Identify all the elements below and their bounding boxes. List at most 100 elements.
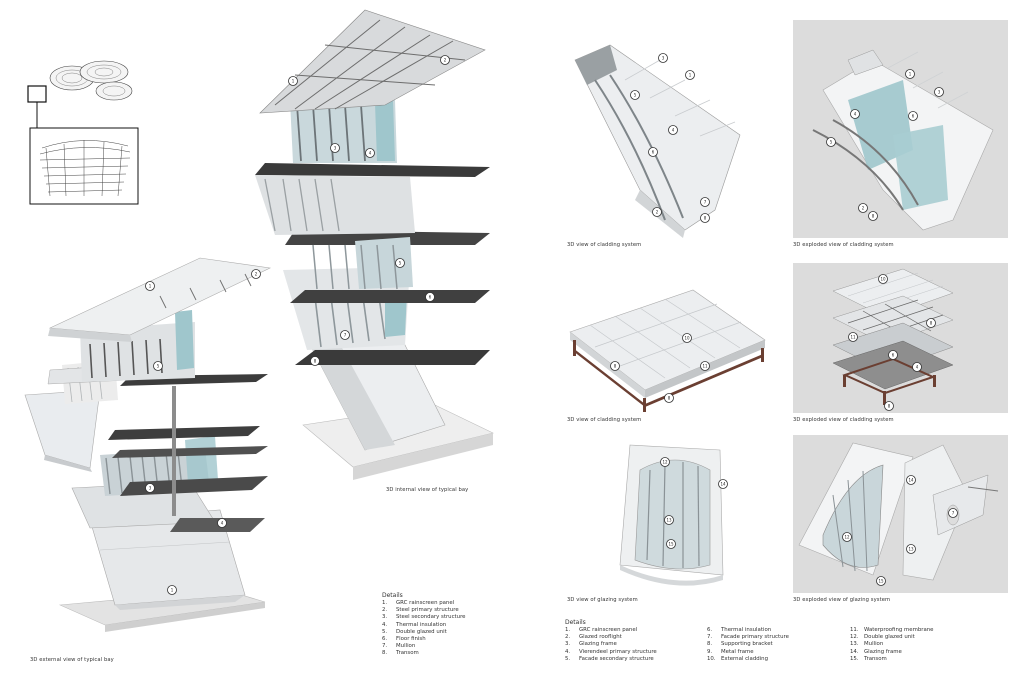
detail-number: 6. [382, 636, 388, 643]
tag-3-cladding-1: 3 [658, 53, 668, 63]
svg-text:6: 6 [912, 114, 915, 119]
svg-text:2: 2 [255, 272, 258, 277]
detail-label: Vierendeel primary structure [579, 648, 657, 655]
key-plan-thumbnail [27, 60, 139, 205]
tag-2-cladding-1: 2 [652, 207, 662, 217]
detail-label: GRC rainscreen panel [396, 600, 455, 606]
svg-text:8: 8 [930, 321, 933, 326]
svg-text:10: 10 [880, 277, 886, 282]
external-bay-view: 1 2 5 3 4 1 [24, 257, 272, 632]
detail-label: Thermal insulation [721, 627, 772, 633]
svg-text:3: 3 [149, 486, 152, 491]
detail-item: 12.Double glazed unit [850, 634, 934, 641]
tag-10-cladding-2: 10 [682, 333, 692, 343]
tag-7-internal: 7 [340, 330, 350, 340]
detail-label: Double glazed unit [396, 628, 447, 635]
svg-text:5: 5 [830, 140, 833, 145]
tag-5-cladding-1: 5 [630, 90, 640, 100]
svg-text:3: 3 [938, 90, 941, 95]
tag-2-exploded-1: 2 [858, 203, 868, 213]
tag-4-cladding-1: 4 [668, 125, 678, 135]
tag-13-exploded-glazing: 13 [906, 544, 916, 554]
detail-item: 8. Transom [382, 650, 466, 657]
detail-item: 4. Vierendeel primary structure [565, 649, 657, 656]
detail-item: 9.Metal frame [707, 649, 789, 656]
detail-item: 6.Thermal insulation [707, 627, 789, 634]
svg-text:2: 2 [444, 58, 447, 63]
svg-text:4: 4 [854, 112, 857, 117]
svg-text:8: 8 [704, 216, 707, 221]
svg-text:3: 3 [334, 146, 337, 151]
detail-item: 4.Thermal insulation [382, 622, 466, 629]
tag-10-exploded-2: 10 [878, 274, 888, 284]
tag-8-exploded-2: 8 [884, 401, 894, 411]
tag-4-internal: 4 [365, 148, 375, 158]
svg-text:5: 5 [157, 364, 160, 369]
detail-item: 7.Mullion [382, 643, 466, 650]
detail-label: Transom [396, 650, 419, 657]
detail-number: 15. [850, 655, 859, 662]
detail-label: Steel secondary structure [396, 614, 466, 621]
detail-item: 14.Glazing frame [850, 649, 934, 656]
tag-1-external: 1 [145, 281, 155, 291]
detail-label: Steel primary structure [396, 607, 459, 614]
caption-cladding-exploded-1: 3D exploded view of cladding system [793, 242, 894, 248]
svg-text:1: 1 [171, 588, 174, 593]
svg-text:2: 2 [656, 210, 659, 215]
detail-number: 8. [382, 650, 388, 657]
svg-text:4: 4 [369, 151, 372, 156]
detail-item: 11. Waterproofing membrane [850, 627, 934, 634]
tag-11-cladding-2: 11 [700, 361, 710, 371]
internal-bay-view: 1 2 3 4 5 6 7 8 [255, 9, 494, 480]
tag-8-cladding-1: 8 [700, 213, 710, 223]
cladding-exploded-panel-1: 1 3 4 5 6 2 8 [793, 20, 1008, 238]
detail-item: 6.Floor finish [382, 636, 466, 643]
detail-item: 1.GRC rainscreen panel [565, 627, 657, 634]
tag-13-glazing: 13 [664, 515, 674, 525]
tag-6-cladding-1: 6 [648, 147, 658, 157]
detail-item: 10.External cladding [707, 656, 789, 663]
svg-text:7: 7 [952, 511, 955, 516]
tag-12-exploded-glazing: 12 [842, 532, 852, 542]
svg-text:1: 1 [909, 72, 912, 77]
tag-3-external: 3 [145, 483, 155, 493]
detail-item: 3.Steel secondary structure [382, 614, 466, 621]
caption-internal-view: 3D internal view of typical bay [386, 487, 469, 493]
tag-8-exploded-1: 8 [868, 211, 878, 221]
detail-label: Mullion [396, 643, 416, 650]
svg-text:6: 6 [892, 353, 895, 358]
svg-text:11: 11 [850, 335, 856, 340]
tag-8-cladding-2: 8 [664, 393, 674, 403]
svg-text:3: 3 [662, 56, 665, 61]
detail-number: 2. [382, 607, 388, 614]
tag-11-exploded-2: 11 [848, 332, 858, 342]
detail-item: 8.Supporting bracket [707, 641, 789, 648]
tag-1-internal: 1 [288, 76, 298, 86]
tag-9-cladding-2: 8 [610, 361, 620, 371]
details-right-title: Details [565, 619, 586, 626]
detail-label: Facade secondary structure [579, 655, 654, 662]
detail-label: Waterproofing membrane [864, 627, 934, 633]
svg-text:14: 14 [720, 482, 726, 487]
svg-text:12: 12 [662, 460, 668, 465]
detail-number: 13. [850, 641, 859, 648]
tag-6-exploded-1: 6 [908, 111, 918, 121]
svg-text:4: 4 [916, 365, 919, 370]
caption-external-view: 3D external view of typical bay [30, 657, 114, 663]
detail-number: 1. [565, 627, 571, 633]
svg-text:12: 12 [844, 535, 850, 540]
svg-text:15: 15 [668, 542, 674, 547]
detail-number: 11. [850, 627, 859, 633]
svg-text:8: 8 [872, 214, 875, 219]
svg-text:5: 5 [634, 93, 637, 98]
tag-7-exploded-glazing: 7 [948, 508, 958, 518]
detail-label: Metal frame [721, 648, 754, 655]
detail-item: 2. Steel primary structure [382, 607, 466, 614]
tag-8-internal: 8 [310, 356, 320, 366]
detail-number: 12. [850, 634, 859, 641]
detail-number: 4. [565, 648, 571, 655]
detail-label: Transom [864, 655, 887, 662]
tag-15-glazing: 15 [666, 539, 676, 549]
cladding-view-1: 3 1 5 4 6 2 7 8 [574, 44, 741, 238]
